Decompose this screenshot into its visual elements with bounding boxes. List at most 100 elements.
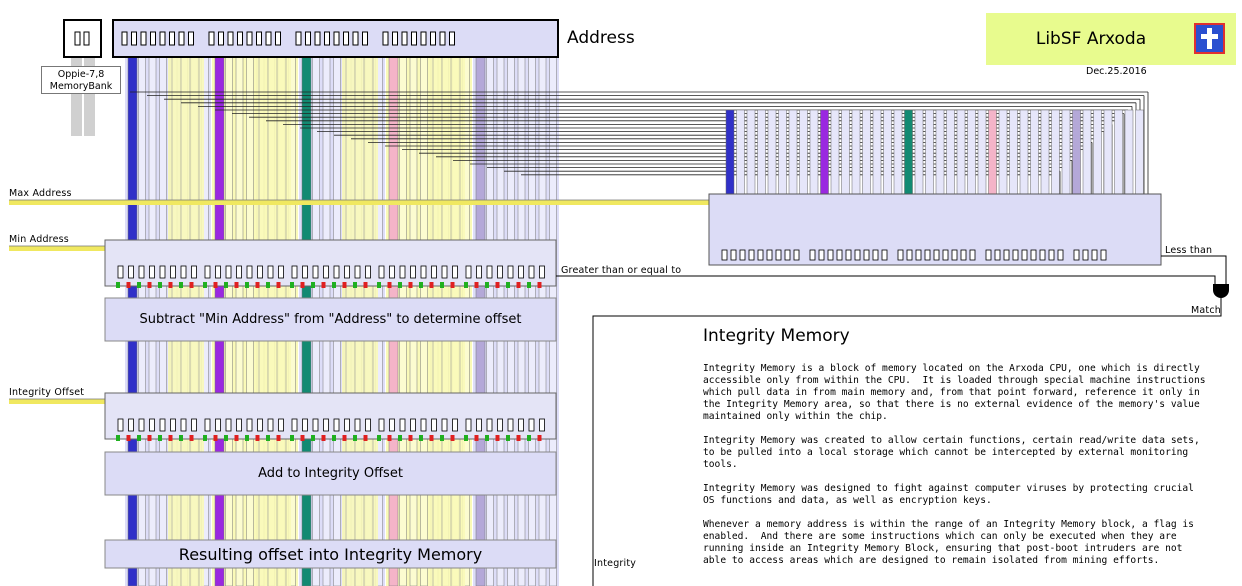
result-box (104, 539, 557, 569)
carry-indicator (450, 282, 455, 288)
carry-indicator (245, 282, 249, 288)
carry-indicator (266, 435, 270, 441)
register-bit-cell (236, 418, 242, 432)
carry-indicator (255, 282, 260, 288)
register-bit-cell (378, 418, 385, 432)
carry-indicator (419, 435, 423, 441)
register-bit-cell (180, 418, 187, 432)
register-bit-cell (302, 418, 308, 432)
comparator-feed (1103, 109, 1113, 197)
comparator-feed (1072, 109, 1081, 197)
register-bit-cell (257, 418, 263, 432)
greater-equal-wire (556, 275, 1216, 285)
comparator-bit-cell (1012, 249, 1019, 261)
comparator-feed (1051, 109, 1060, 197)
register-bit-cell (539, 265, 545, 279)
comparator-bit-cell (1021, 249, 1028, 261)
register-bit-cell (291, 265, 298, 279)
register-bit-cell (365, 265, 371, 279)
carry-indicator (353, 282, 357, 288)
carry-indicator (377, 282, 381, 288)
comparator-feed (778, 109, 787, 197)
register-bit-cell (420, 265, 427, 279)
integrity-flag-label: Integrity (594, 558, 637, 569)
carry-indicator (276, 435, 281, 441)
address-bit-cell (246, 31, 253, 46)
address-bit-cell (227, 31, 234, 46)
address-bit-cell (208, 31, 215, 46)
register-bit-cell (389, 418, 395, 432)
less-than-wire (1161, 255, 1227, 285)
carry-indicator (342, 282, 347, 288)
register-bit-cell (128, 265, 134, 279)
address-label: Address (567, 28, 635, 48)
comparator-feed (1135, 109, 1144, 197)
comparator-feed (998, 109, 1008, 197)
address-bit-cell (439, 31, 446, 46)
carry-indicator (537, 282, 542, 288)
comparator-bit-cell (1100, 249, 1107, 261)
carry-indicator (224, 435, 228, 441)
comparator-feed (935, 109, 945, 197)
memory-bank-name: Oppie-7,8 (57, 69, 105, 80)
carry-indicator (474, 435, 479, 441)
register-bit-cell (312, 265, 319, 279)
comparator-bit-cell (1030, 249, 1037, 261)
register-bit-cell (267, 418, 274, 432)
carry-indicator (387, 282, 392, 288)
carry-indicator (527, 282, 531, 288)
subtract-box-label: Subtract "Min Address" from "Address" to… (139, 312, 522, 327)
add-box (104, 451, 557, 496)
register-bit-cell (344, 265, 350, 279)
and-gate (1213, 284, 1229, 298)
comparator-bit-cell (748, 249, 755, 261)
register-bit-cell (333, 418, 340, 432)
comparator-feed (736, 109, 745, 197)
register-bit-cell (323, 418, 329, 432)
date-label: Dec.25.2016 (1086, 66, 1147, 77)
register-bit-cell (170, 265, 176, 279)
comparator-bit-cell (757, 249, 764, 261)
carry-indicator (266, 282, 270, 288)
address-bit-cell (411, 31, 417, 46)
register-bit-cell (507, 265, 514, 279)
comparator-bit-cell (1073, 249, 1080, 261)
register-bit-cell (302, 265, 308, 279)
register-bit-cell (465, 265, 472, 279)
register-bit-cell (278, 265, 284, 279)
memory-bank-label: Oppie-7,8 MemoryBank (41, 66, 121, 94)
carry-indicator (429, 282, 434, 288)
carry-indicator (363, 282, 368, 288)
register-bit-cell (399, 265, 406, 279)
carry-indicator (398, 435, 402, 441)
comparator-bit-cell (845, 249, 852, 261)
comparator-feed (1019, 109, 1029, 197)
carry-indicator (158, 282, 162, 288)
comparator-bit-cell (942, 249, 949, 261)
address-bit-cell (343, 31, 349, 46)
carry-indicator (126, 435, 131, 441)
address-bit-cell (401, 31, 408, 46)
comparator-feed (1061, 109, 1071, 197)
comparator-bit-cell (969, 249, 976, 261)
register-bit-cell (180, 265, 187, 279)
info-title: Integrity Memory (703, 326, 850, 346)
register-bit-cell (344, 418, 350, 432)
comparator-bit-cell (1048, 249, 1055, 261)
register-bit-cell (497, 418, 503, 432)
comparator-bit-cell (951, 249, 958, 261)
carry-indicator (126, 282, 131, 288)
info-paragraph-4: Whenever a memory address is within the … (703, 519, 1194, 566)
comparator-bit-cell (721, 249, 728, 261)
address-bit-cell (324, 31, 330, 46)
comparator-feed (799, 109, 808, 197)
carry-indicator (506, 282, 510, 288)
register-bit-cell (410, 265, 416, 279)
register-bit-cell (539, 418, 545, 432)
match-wire (592, 297, 1222, 586)
memory-bank-register (63, 19, 102, 58)
comparator-bit-cell (1082, 249, 1089, 261)
comparator-bit-cell (915, 249, 922, 261)
carry-indicator (189, 282, 194, 288)
register-bit-cell (528, 418, 535, 432)
